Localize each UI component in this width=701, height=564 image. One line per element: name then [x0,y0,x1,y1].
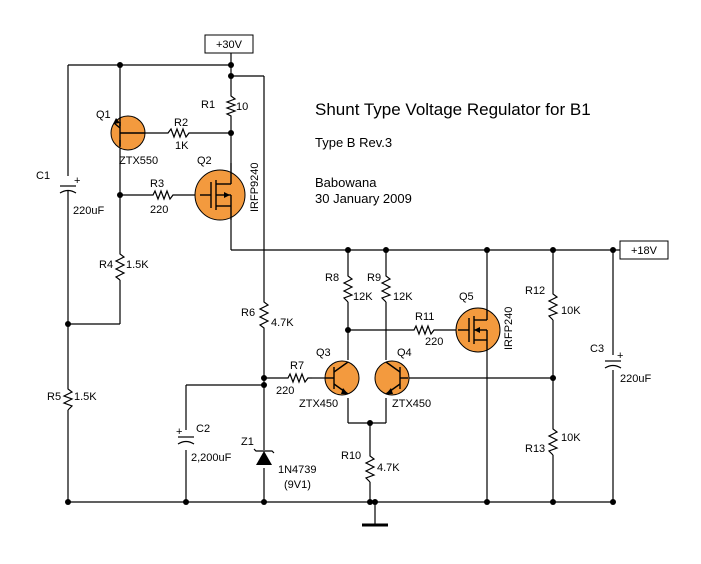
resistor-r8 [342,272,354,303]
rail-box-output [619,240,669,260]
value-c1: 220uF [73,205,104,217]
part-q1: ZTX550 [119,155,158,167]
resistor-r4 [114,250,126,281]
plus-sign: + [74,175,80,187]
resistor-r1 [225,93,237,118]
label-r12: R12 [525,285,545,297]
label-r10: R10 [341,450,361,462]
part-z1: 1N4739 [278,464,317,476]
resistor-r5 [62,385,74,411]
label-r11: R11 [415,311,434,323]
label-q3: Q3 [316,347,331,359]
label-r13: R13 [525,443,545,455]
label-r5: R5 [47,391,61,403]
resistor-r3 [150,189,178,201]
rail-label-top: +30V [216,39,243,51]
resistor-r10 [364,452,376,483]
value-r13: 10K [561,432,581,444]
plus-sign: + [176,426,182,438]
value-r10: 4.7K [377,462,400,474]
plus-sign: + [617,350,623,362]
transistor-q1 [110,115,146,151]
value-r8: 12K [353,291,373,303]
value-r1: 10 [236,101,248,113]
resistor-r7 [284,372,312,384]
label-r1: R1 [201,99,215,111]
value-r6: 4.7K [271,317,294,329]
label-r4: R4 [99,259,113,271]
label-q5: Q5 [459,291,474,303]
value-r9: 12K [393,291,413,303]
diagram-date: 30 January 2009 [315,191,412,206]
label-c1: C1 [36,170,50,182]
capacitor-c2: + [176,426,195,445]
label-r2: R2 [174,117,188,129]
wires [67,53,620,525]
resistor-r11 [410,324,440,336]
part-q3: ZTX450 [299,398,338,410]
part-q4: ZTX450 [392,398,431,410]
note-z1: (9V1) [284,479,311,491]
transistor-q5 [455,307,501,353]
transistor-q3 [324,360,360,396]
junctions [65,62,616,505]
transistor-q2 [194,163,246,221]
label-c3: C3 [590,343,604,355]
value-c3: 220uF [620,373,651,385]
rail-label-output: +18V [631,245,658,257]
label-r9: R9 [367,272,381,284]
label-r7: R7 [290,360,304,372]
value-r11: 220 [425,336,443,348]
value-r12: 10K [561,305,581,317]
resistor-r12 [547,290,559,321]
label-q4: Q4 [397,347,412,359]
resistor-r2 [164,127,196,139]
part-q5: IRFP240 [503,307,515,350]
part-q2: IRFP9240 [249,162,261,212]
value-r2: 1K [175,140,189,152]
value-c2: 2,200uF [191,452,232,464]
label-q1: Q1 [96,109,111,121]
value-r7: 220 [276,385,294,397]
label-q2: Q2 [197,155,212,167]
diagram-subtitle: Type B Rev.3 [315,135,392,150]
capacitor-c3: + [604,350,623,369]
rail-box-top [204,34,254,54]
capacitor-c1: + [59,175,80,194]
zener-z1 [253,448,275,465]
resistor-r9 [380,272,392,303]
label-r6: R6 [241,307,255,319]
transistor-q4 [374,360,410,396]
value-r4: 1.5K [126,259,149,271]
resistor-r13 [547,425,559,456]
label-r8: R8 [325,272,339,284]
diagram-author: Babowana [315,175,377,190]
label-r3: R3 [150,178,164,190]
value-r3: 220 [150,204,168,216]
diagram-title: Shunt Type Voltage Regulator for B1 [315,100,591,119]
resistor-r6 [258,298,270,330]
label-z1: Z1 [241,436,254,448]
label-c2: C2 [196,423,210,435]
value-r5: 1.5K [74,391,97,403]
